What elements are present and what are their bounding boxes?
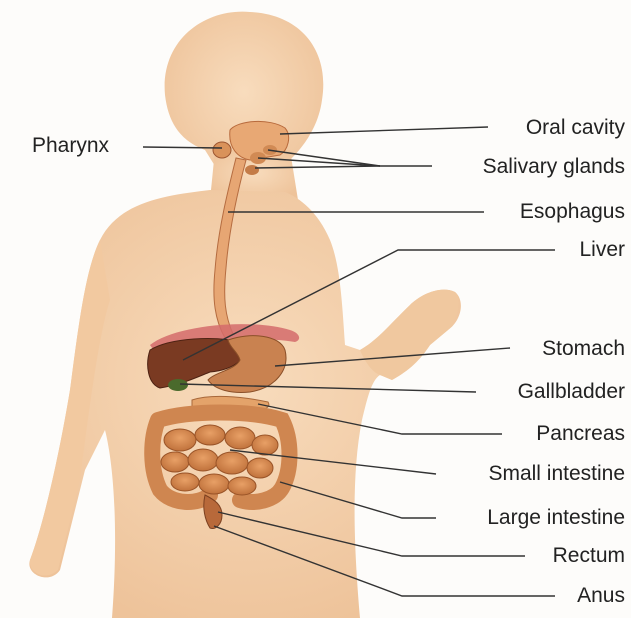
label-large-intestine: Large intestine (487, 506, 625, 530)
label-stomach: Stomach (542, 337, 625, 361)
label-liver: Liver (579, 238, 625, 262)
label-salivary-glands: Salivary glands (483, 155, 625, 179)
label-gallbladder: Gallbladder (518, 380, 625, 404)
label-oral-cavity: Oral cavity (526, 116, 625, 140)
label-anus: Anus (577, 584, 625, 608)
label-pharynx: Pharynx (32, 134, 109, 158)
label-pancreas: Pancreas (536, 422, 625, 446)
label-rectum: Rectum (553, 544, 625, 568)
label-esophagus: Esophagus (520, 200, 625, 224)
body-silhouette (29, 12, 461, 618)
gallbladder-shape (168, 379, 188, 391)
label-small-intestine: Small intestine (488, 462, 625, 486)
